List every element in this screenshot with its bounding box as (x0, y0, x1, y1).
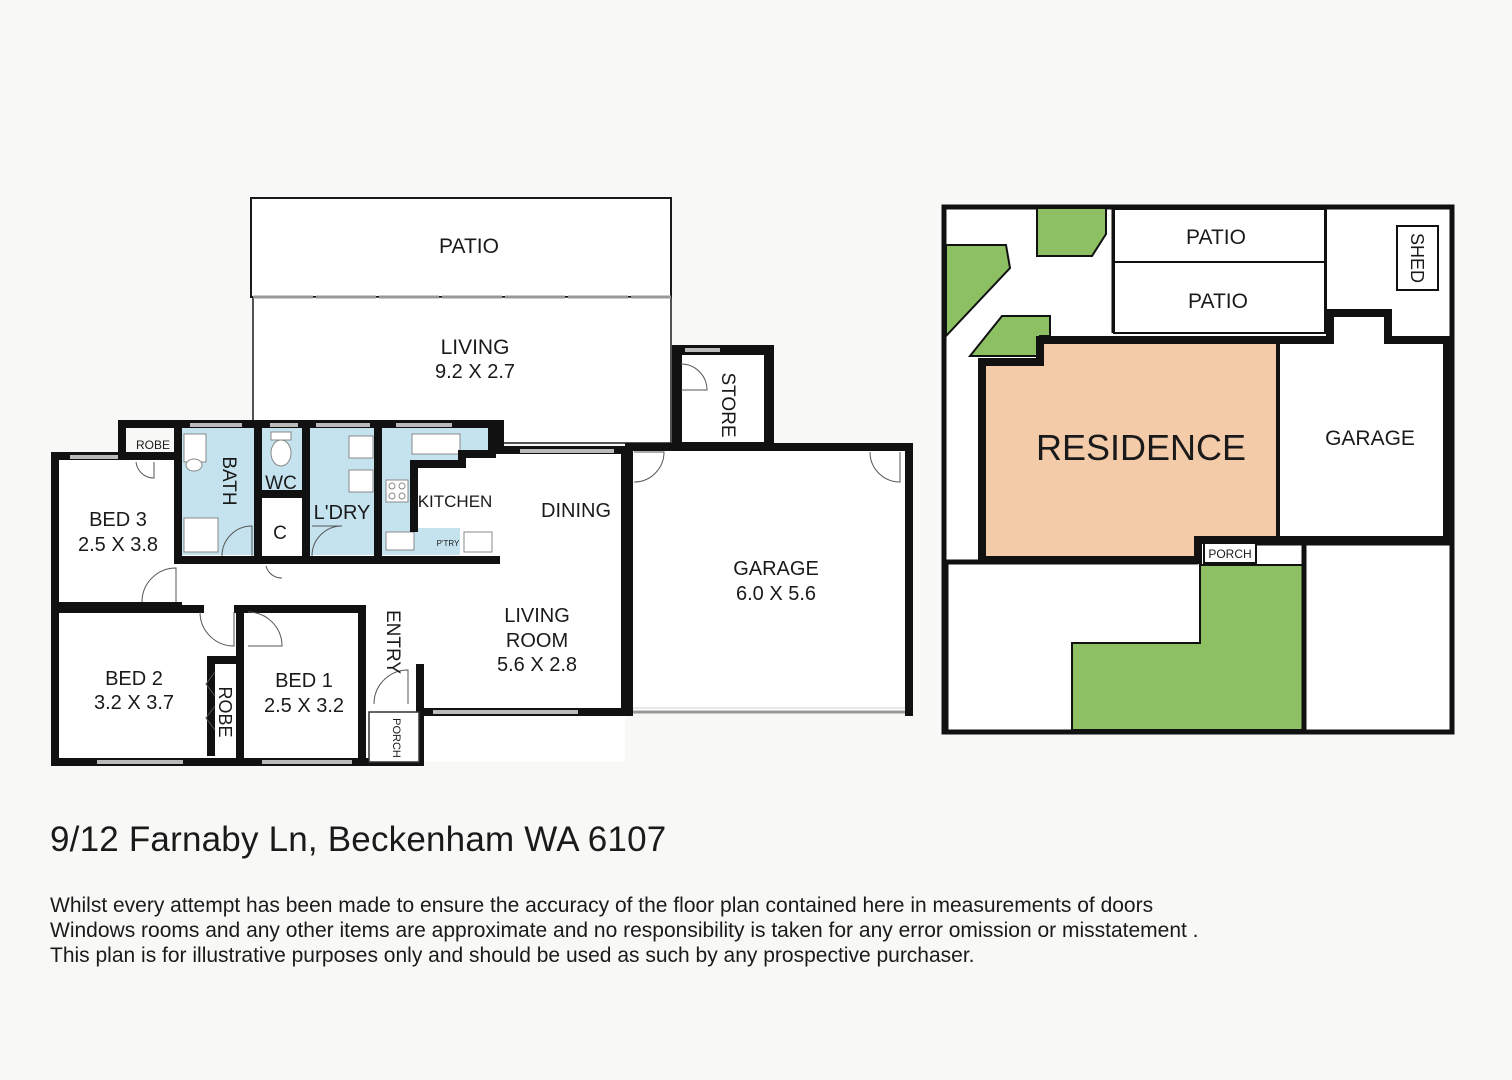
bed3-label: BED 3 (89, 509, 147, 531)
robe-side-label: ROBE (215, 686, 235, 737)
living-label: LIVING (441, 336, 510, 359)
patio-area (250, 197, 672, 298)
porch-label: PORCH (390, 718, 402, 758)
disclaimer-line-1: Whilst every attempt has been made to en… (50, 894, 1154, 917)
entry-label: ENTRY (382, 610, 403, 674)
garage-size: 6.0 X 5.6 (736, 583, 816, 605)
site-residence-label: RESIDENCE (1036, 427, 1246, 468)
garden-top-left (945, 244, 1012, 339)
disclaimer-line-3: This plan is for illustrative purposes o… (50, 944, 975, 967)
living-size: 9.2 X 2.7 (435, 361, 515, 383)
living-area (252, 296, 672, 444)
bed2-label: BED 2 (105, 668, 163, 690)
bed3-size: 2.5 X 3.8 (78, 534, 158, 556)
laundry-label: L'DRY (314, 502, 371, 524)
wc-label: WC (265, 473, 297, 494)
living-room-label-line2: ROOM (506, 630, 568, 652)
bath-label: BATH (218, 456, 239, 505)
site-shed (1396, 225, 1439, 291)
bed1-size: 2.5 X 3.2 (264, 695, 344, 717)
site-garage-label: GARAGE (1325, 427, 1415, 450)
porch-area (368, 711, 420, 763)
cupboard-label: C (273, 523, 287, 544)
bed2-size: 3.2 X 3.7 (94, 692, 174, 714)
site-porch-label: PORCH (1208, 547, 1251, 561)
bed1-label: BED 1 (275, 670, 333, 692)
garage-room (629, 447, 909, 712)
disclaimer: Whilst every attempt has been made to en… (50, 893, 1430, 968)
dining-label: DINING (541, 500, 611, 522)
living-room-size: 5.6 X 2.8 (497, 654, 577, 676)
robe-top-label: ROBE (136, 438, 170, 452)
kitchen-label: KITCHEN (418, 492, 493, 511)
site-patio-lower-label: PATIO (1188, 290, 1248, 313)
living-room-label-line1: LIVING (504, 605, 570, 627)
floor-plan: PATIO LIVING 9.2 X 2.7 STORE ROBE BATH W… (51, 197, 913, 766)
site-patio-upper-label: PATIO (1186, 226, 1246, 249)
store-label: STORE (717, 372, 738, 437)
site-shed-label: SHED (1407, 233, 1427, 283)
kitchen-fill (382, 428, 492, 555)
garage-label: GARAGE (733, 558, 819, 580)
pantry-label: P'TRY (437, 539, 460, 548)
site-garage (1280, 309, 1451, 544)
garden-top (1036, 207, 1107, 257)
property-address: 9/12 Farnaby Ln, Beckenham WA 6107 (50, 820, 667, 859)
disclaimer-line-2: Windows rooms and any other items are ap… (50, 919, 1199, 942)
site-patio-upper (1113, 208, 1326, 263)
site-porch (1203, 542, 1257, 564)
patio-label: PATIO (439, 235, 499, 258)
site-plan: PATIO PATIO SHED RESIDENCE GARAGE PORCH (941, 204, 1455, 735)
